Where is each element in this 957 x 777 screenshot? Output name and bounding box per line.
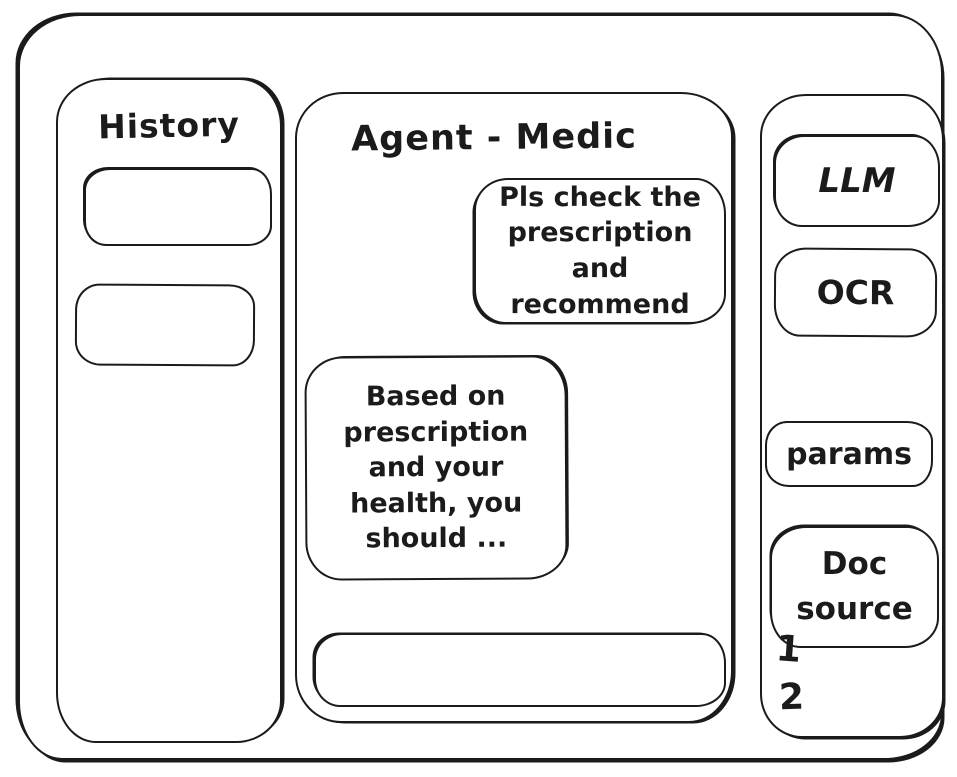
doc-source-button[interactable]: Doc source xyxy=(770,526,939,648)
params-button[interactable]: params xyxy=(765,421,933,487)
history-item[interactable] xyxy=(84,168,272,246)
chat-message-assistant-text: Based on prescription and your health, y… xyxy=(343,380,529,555)
app-window-frame: History Agent - Medic Pls check the pres… xyxy=(18,14,944,760)
doc-source-item-1: 1 xyxy=(774,628,803,671)
chat-message-user: Pls check the prescription and recommend xyxy=(474,178,726,324)
history-item[interactable] xyxy=(74,283,256,367)
history-sidebar: History xyxy=(56,78,282,743)
chat-panel: Agent - Medic Pls check the prescription… xyxy=(295,92,733,723)
history-title: History xyxy=(97,104,241,147)
tools-sidebar: LLM OCR params Doc source 1 2 xyxy=(760,94,944,738)
chat-title: Agent - Medic xyxy=(350,116,638,160)
doc-source-item-2: 2 xyxy=(778,676,805,719)
chat-message-assistant: Based on prescription and your health, y… xyxy=(304,355,568,581)
llm-button[interactable]: LLM xyxy=(774,135,940,227)
chat-input[interactable] xyxy=(314,633,726,707)
ocr-button[interactable]: OCR xyxy=(773,247,938,338)
chat-message-user-text: Pls check the prescription and recommend xyxy=(499,181,701,320)
